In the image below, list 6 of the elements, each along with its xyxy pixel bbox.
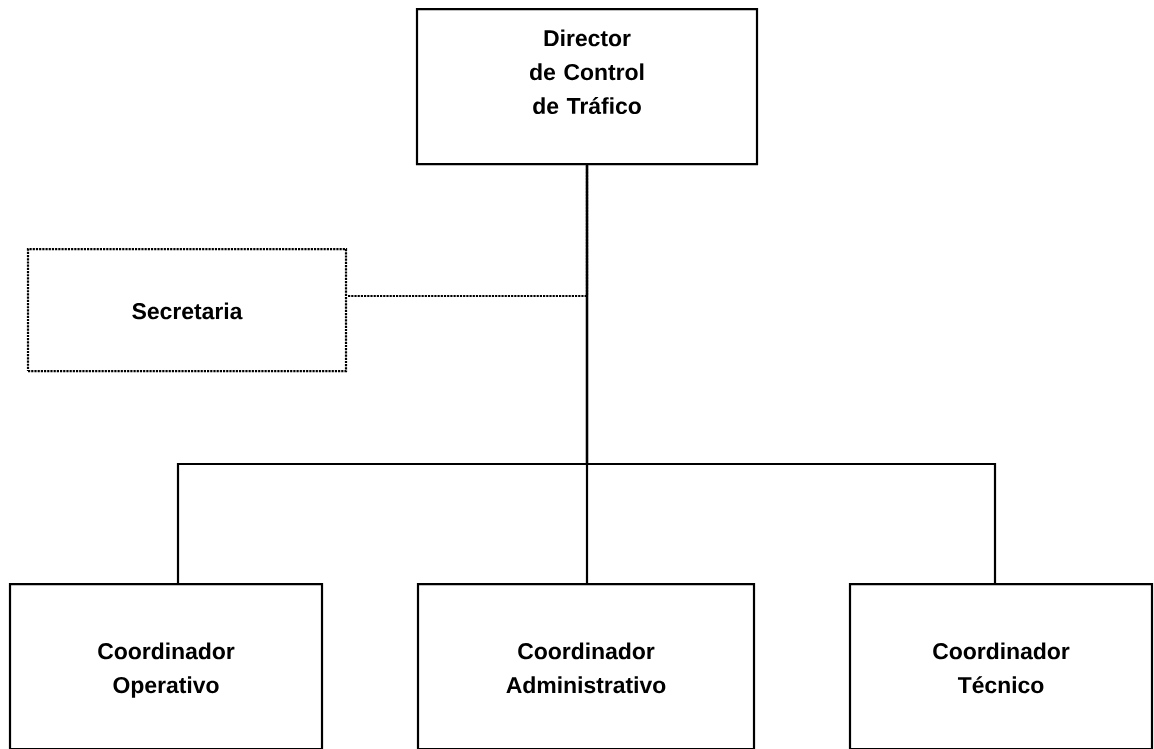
position-box: Coordinador Operativo	[8, 583, 324, 749]
staff-box: Secretaria	[26, 248, 348, 373]
director-box: Director de Control de Tráfico	[415, 8, 759, 166]
connector-line	[585, 165, 997, 583]
position-box: Coordinador Técnico	[848, 583, 1154, 749]
position-box: Coordinador Administrativo	[416, 583, 756, 749]
